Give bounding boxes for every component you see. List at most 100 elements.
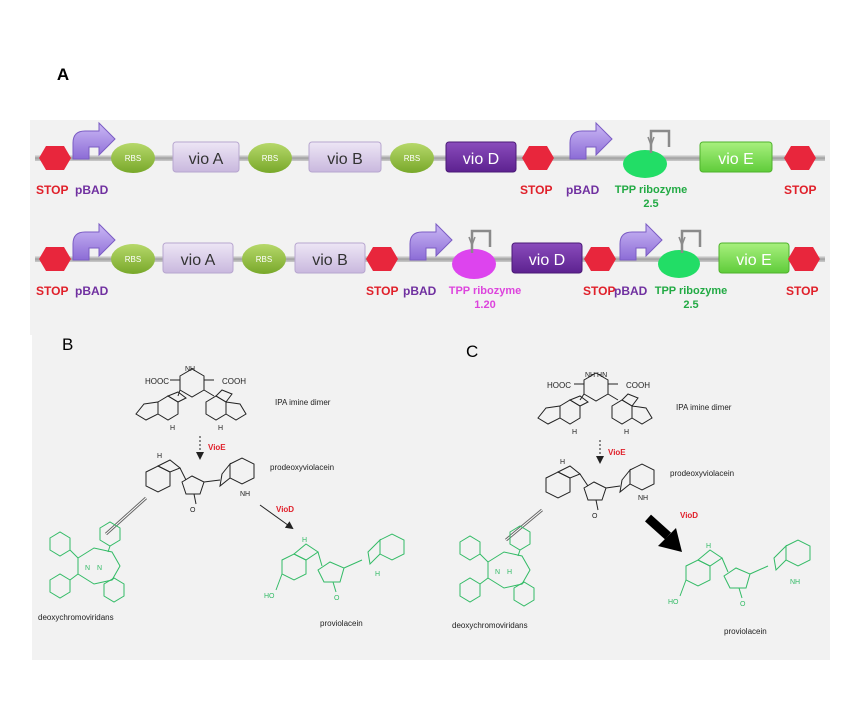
oxygen-label: O <box>740 601 746 608</box>
stop-label: STOP <box>583 284 615 298</box>
proviolacein-structure <box>679 539 811 599</box>
nh-label: N <box>85 565 90 572</box>
hooc-label: HOOC <box>145 377 169 386</box>
enzyme-vioe-label: VioE <box>208 443 226 452</box>
promoter-label: pBAD <box>566 183 600 197</box>
backbone-2 <box>35 256 825 262</box>
deoxychromoviridans-structure <box>49 521 125 603</box>
nh-label: NH <box>638 495 648 502</box>
viod-arrow <box>259 504 294 530</box>
stop-label: STOP <box>786 284 818 298</box>
compound-proviolacein: proviolacein <box>320 619 363 628</box>
nh-label: N <box>495 569 500 576</box>
nh-label: NH <box>790 579 800 586</box>
promoter-label: pBAD <box>75 183 109 197</box>
ho-label: HO <box>264 593 275 600</box>
stop-label: STOP <box>36 183 68 197</box>
nh-label: H <box>170 425 175 432</box>
gene-label: vio E <box>718 151 754 168</box>
gene-label: vio B <box>312 252 348 269</box>
rbs-1 <box>111 143 155 173</box>
deoxychromoviridans-structure <box>459 525 535 607</box>
gene-vio-b <box>294 242 366 274</box>
promoter-label: pBAD <box>75 284 109 298</box>
nh-label: NH <box>185 366 195 373</box>
nh-label: NH HN <box>585 372 607 379</box>
promoter-label: pBAD <box>614 284 648 298</box>
compound-prodeoxyviolacein: prodeoxyviolacein <box>670 469 734 478</box>
nh-label: H <box>706 543 711 550</box>
proviolacein-structure <box>275 533 405 593</box>
nh-label: H <box>572 429 577 436</box>
hooc-label: HOOC <box>547 381 571 390</box>
nh-label: H <box>375 571 380 578</box>
rbs-3 <box>390 143 434 173</box>
rbs-label: RBS <box>262 154 278 163</box>
gene-label: vio E <box>736 252 772 269</box>
oxygen-label: O <box>592 513 598 520</box>
stop-label: STOP <box>366 284 398 298</box>
ribozyme-tpp-1-20 <box>452 249 496 279</box>
oxygen-label: O <box>334 595 340 602</box>
panel-c-letter: C <box>466 342 478 361</box>
compound-ipa-imine-dimer: IPA imine dimer <box>275 398 331 407</box>
prodeoxyviolacein-structure <box>545 463 655 511</box>
stop-label: STOP <box>784 183 816 197</box>
rbs-2 <box>242 244 286 274</box>
nh-label: H <box>624 429 629 436</box>
rbs-label: RBS <box>256 255 272 264</box>
panel-a: A RBS vio A RBS vio B RBS vio D vio E <box>30 40 830 335</box>
panel-b-letter: B <box>62 335 73 354</box>
rbs-label: RBS <box>125 154 141 163</box>
oxygen-label: O <box>190 507 196 514</box>
compound-ipa-imine-dimer: IPA imine dimer <box>676 403 732 412</box>
panel-bc-background <box>32 330 830 660</box>
nh-label: H <box>218 425 223 432</box>
ribozyme-label: TPP ribozyme <box>449 285 522 297</box>
nh-label: H <box>302 537 307 544</box>
ho-label: HO <box>668 599 679 606</box>
gene-label: vio B <box>327 151 363 168</box>
ipa-imine-dimer-structure <box>135 368 247 421</box>
compound-deoxychromoviridans: deoxychromoviridans <box>452 621 528 630</box>
ribozyme-label: TPP ribozyme <box>655 285 728 297</box>
prodeoxyviolacein-structure <box>145 457 255 505</box>
nh-label: NH <box>240 491 250 498</box>
panel-a-letter: A <box>57 65 69 84</box>
cooh-label: COOH <box>626 381 650 390</box>
stop-label: STOP <box>520 183 552 197</box>
gene-vio-e <box>699 141 773 173</box>
gene-vio-a <box>172 141 240 173</box>
nh-label: H <box>560 459 565 466</box>
promoter-label: pBAD <box>403 284 437 298</box>
cooh-label: COOH <box>222 377 246 386</box>
nh-label: N <box>97 565 102 572</box>
gene-vio-b <box>308 141 382 173</box>
gene-vio-d <box>511 242 583 274</box>
gene-vio-d <box>445 141 517 173</box>
ribozyme-version: 2.5 <box>643 198 658 210</box>
panel-b: B HOOC COOH NH H H IPA imine dimer VioE <box>38 335 405 628</box>
rbs-1 <box>111 244 155 274</box>
panel-c: C HOOC COOH NH HN H H IPA imine dimer Vi… <box>452 342 811 636</box>
construct-2: RBS vio A RBS vio B vio D vio E STOP pBA… <box>35 223 825 311</box>
gene-label: vio A <box>189 151 224 168</box>
panel-a-label-box <box>30 40 87 108</box>
nh-label: H <box>507 569 512 576</box>
ribozyme-version: 1.20 <box>474 299 495 311</box>
rbs-label: RBS <box>404 154 420 163</box>
rbs-label: RBS <box>125 255 141 264</box>
ribozyme-version: 2.5 <box>683 299 698 311</box>
compound-deoxychromoviridans: deoxychromoviridans <box>38 613 114 622</box>
gene-label: vio A <box>181 252 216 269</box>
rbs-2 <box>248 143 292 173</box>
enzyme-viod-label: VioD <box>276 505 294 514</box>
ribozyme-tpp-2-5 <box>658 250 700 278</box>
gene-label: vio D <box>463 151 499 168</box>
enzyme-viod-label: VioD <box>680 511 698 520</box>
compound-proviolacein: proviolacein <box>724 627 767 636</box>
ribozyme-label: TPP ribozyme <box>615 184 688 196</box>
ipa-imine-dimer-structure <box>537 372 653 425</box>
stop-label: STOP <box>36 284 68 298</box>
compound-prodeoxyviolacein: prodeoxyviolacein <box>270 463 334 472</box>
